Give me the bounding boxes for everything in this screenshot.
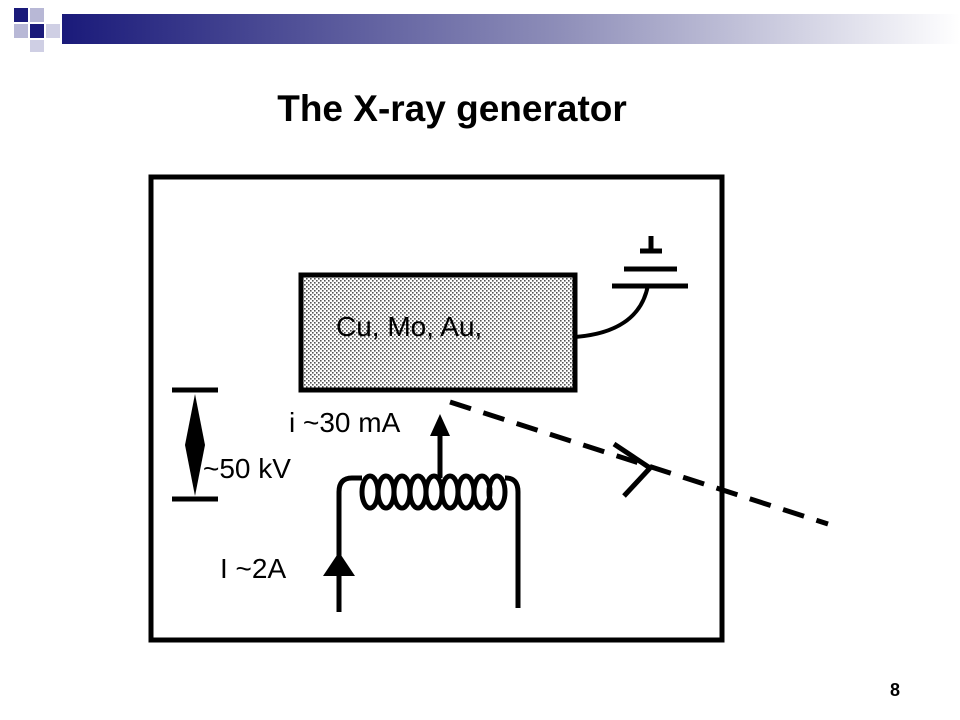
header-square-light-2 xyxy=(14,24,28,38)
voltage-indicator xyxy=(172,387,218,502)
xray-beam-marker xyxy=(612,441,652,498)
ground-wire xyxy=(574,284,650,339)
anode-label: Cu, Mo, Au, xyxy=(336,311,482,342)
filament-current-label: I ~2A xyxy=(220,553,286,584)
ground-icon xyxy=(612,236,688,289)
slide-title: The X-ray generator xyxy=(277,88,627,129)
header-square-dark-1 xyxy=(14,8,28,22)
header-square-light-3 xyxy=(46,24,60,38)
header-gradient-bar xyxy=(62,14,960,44)
tube-current-arrow xyxy=(430,414,450,478)
filament-coil xyxy=(336,473,521,612)
page-number: 8 xyxy=(889,680,900,700)
tube-housing xyxy=(148,174,725,643)
header-decoration xyxy=(14,8,960,52)
tube-current-label: i ~30 mA xyxy=(289,407,401,438)
anode-block xyxy=(298,272,578,393)
header-square-light-1 xyxy=(30,8,44,22)
header-square-light-4 xyxy=(30,40,44,52)
xray-beam xyxy=(449,399,829,527)
header-square-dark-2 xyxy=(30,24,44,38)
filament-current-arrow xyxy=(323,552,355,576)
voltage-label: ~50 kV xyxy=(203,453,291,484)
